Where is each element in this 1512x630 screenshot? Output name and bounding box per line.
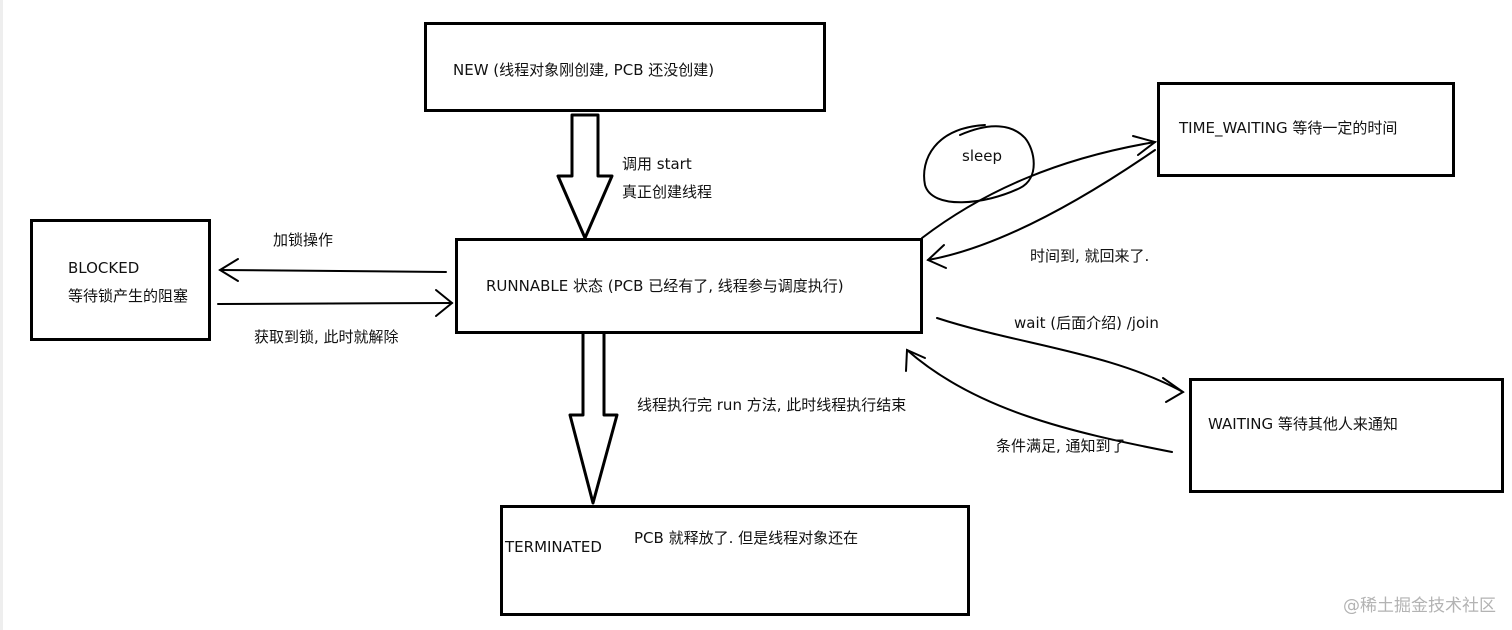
runnable-to-blocked-arrow xyxy=(218,258,447,282)
runnable-to-terminated-arrow xyxy=(568,326,619,505)
lock-label: 加锁操作 xyxy=(273,231,334,249)
blocked-to-runnable-arrow xyxy=(217,289,454,317)
terminated-state-box xyxy=(500,505,970,616)
new-to-runnable-arrow xyxy=(556,113,614,240)
runnable-to-waiting-arrow xyxy=(936,317,1185,403)
start-label-line2: 真正创建线程 xyxy=(622,183,713,201)
sleep-scribble xyxy=(923,124,1035,204)
new-state-box xyxy=(424,22,826,112)
run-finished-label: 线程执行完 run 方法, 此时线程执行结束 xyxy=(637,396,907,414)
terminated-state-note: PCB 就释放了. 但是线程对象还在 xyxy=(634,529,859,547)
time-up-label: 时间到, 就回来了. xyxy=(1030,247,1150,265)
sleep-label: sleep xyxy=(962,147,1002,165)
blocked-state-title: BLOCKED xyxy=(68,259,140,277)
wait-join-label: wait (后面介绍) /join xyxy=(1014,314,1159,332)
start-label-line1: 调用 start xyxy=(622,155,692,173)
notified-label: 条件满足, 通知到了 xyxy=(996,437,1126,455)
left-edge-strip xyxy=(0,0,3,630)
blocked-state-box xyxy=(30,219,211,341)
new-state-label: NEW (线程对象刚创建, PCB 还没创建) xyxy=(453,61,715,79)
time-waiting-to-runnable-arrow xyxy=(926,149,1156,269)
terminated-state-title: TERMINATED xyxy=(505,538,602,556)
runnable-to-time-waiting-arrow xyxy=(921,135,1158,239)
waiting-state-box xyxy=(1189,378,1504,493)
waiting-state-label: WAITING 等待其他人来通知 xyxy=(1208,415,1398,433)
time-waiting-state-label: TIME_WAITING 等待一定的时间 xyxy=(1179,119,1398,137)
runnable-state-label: RUNNABLE 状态 (PCB 已经有了, 线程参与调度执行) xyxy=(486,277,844,295)
runnable-state-box xyxy=(455,238,923,334)
watermark-text: @稀土掘金技术社区 xyxy=(1343,596,1496,616)
time-waiting-state-box xyxy=(1157,82,1455,177)
lock-acquired-label: 获取到锁, 此时就解除 xyxy=(254,328,399,346)
blocked-state-desc: 等待锁产生的阻塞 xyxy=(68,287,189,305)
waiting-to-runnable-arrow xyxy=(905,348,1173,453)
